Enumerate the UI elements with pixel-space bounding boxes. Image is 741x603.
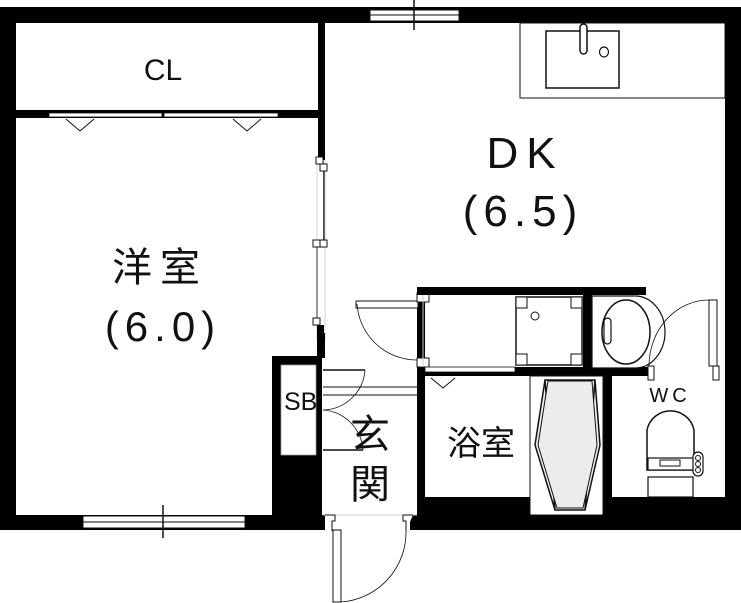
- wc-door[interactable]: [642, 299, 725, 381]
- washroom-walls: [417, 287, 646, 497]
- entry-door[interactable]: [325, 514, 413, 603]
- shoe-box: [272, 356, 322, 530]
- kitchen-counter: [519, 22, 726, 99]
- bottom-wall-mid2: [410, 515, 430, 530]
- washing-machine-pan: [515, 296, 583, 366]
- partition-wall-west: [312, 7, 328, 358]
- wash-basin: [591, 295, 666, 369]
- bathtub: [529, 375, 604, 516]
- entrance-frame: [322, 288, 425, 516]
- western-room-label: 洋室: [112, 246, 208, 290]
- toilet: [646, 410, 704, 498]
- closet-partition: [16, 110, 318, 132]
- bath-door-marker: [430, 377, 456, 389]
- dining-kitchen-label: DK: [486, 129, 564, 178]
- bathroom-label: 浴室: [447, 425, 515, 463]
- shoe-box-label: SB: [284, 388, 318, 416]
- closet-label: CL: [143, 54, 183, 87]
- right-wall: [725, 7, 741, 530]
- entrance-label: 玄関: [350, 413, 390, 507]
- window-top: [369, 0, 460, 30]
- washer-side-wall: [583, 295, 592, 367]
- bath-wc-wall: [603, 376, 612, 497]
- dining-kitchen-size: (6.5): [462, 187, 584, 236]
- bath-top-wall: [425, 367, 642, 376]
- window-bottom: [82, 505, 246, 538]
- washroom-top-wall: [417, 287, 646, 295]
- western-room-size: (6.0): [104, 303, 222, 350]
- toilet-label: WC: [649, 385, 691, 407]
- washroom-door[interactable]: [355, 292, 430, 368]
- left-wall: [0, 7, 16, 530]
